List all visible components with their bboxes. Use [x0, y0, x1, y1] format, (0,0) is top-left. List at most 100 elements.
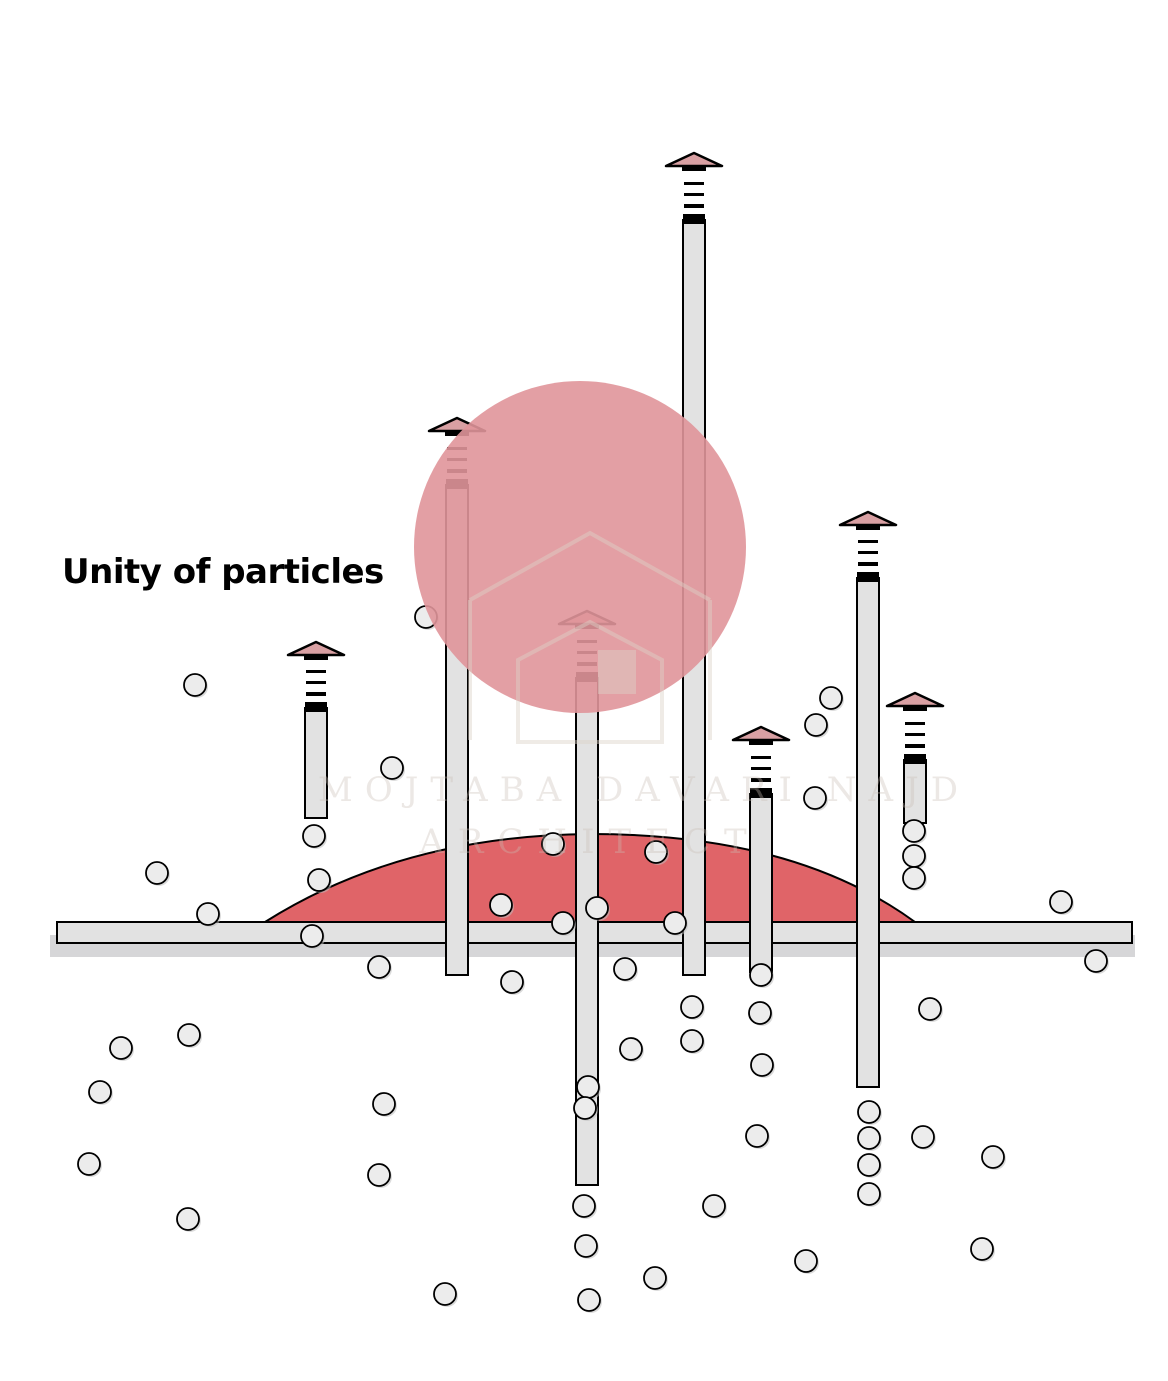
- particle: [981, 1145, 1005, 1169]
- particle: [748, 1001, 772, 1025]
- arrow-base: [749, 740, 773, 745]
- column-shaft: [856, 577, 880, 1088]
- particle: [1084, 949, 1108, 973]
- column-7: [885, 691, 945, 824]
- column-cap: [857, 572, 879, 582]
- column-dash: [306, 670, 326, 673]
- particle: [911, 1125, 935, 1149]
- column-dash: [751, 778, 771, 782]
- column-dash: [858, 562, 878, 566]
- particle: [619, 1037, 643, 1061]
- unity-circle: [414, 381, 746, 713]
- particle: [88, 1080, 112, 1104]
- particle: [367, 1163, 391, 1187]
- columns: [286, 151, 945, 1186]
- column-dash: [684, 193, 704, 196]
- particle: [803, 786, 827, 810]
- arrow-base: [903, 706, 927, 711]
- particle: [902, 819, 926, 843]
- particle: [902, 844, 926, 868]
- particle: [857, 1100, 881, 1124]
- particle: [572, 1194, 596, 1218]
- particle: [702, 1194, 726, 1218]
- particle: [380, 756, 404, 780]
- column-dash: [306, 692, 326, 696]
- particle: [372, 1092, 396, 1116]
- particle: [307, 868, 331, 892]
- particle: [680, 1029, 704, 1053]
- particle: [500, 970, 524, 994]
- particle: [749, 963, 773, 987]
- particle: [643, 1266, 667, 1290]
- column-cap: [904, 754, 926, 764]
- column-cap: [305, 702, 327, 712]
- up-arrow-icon: [731, 725, 791, 742]
- diagram-title: Unity of particles: [62, 552, 384, 592]
- watermark-subtitle: ARCHITECT: [419, 822, 761, 862]
- column-dash: [905, 733, 925, 736]
- up-arrow-icon: [664, 151, 724, 168]
- column-1: [286, 640, 346, 819]
- particle: [750, 1053, 774, 1077]
- particle: [663, 911, 687, 935]
- column-dash: [858, 540, 878, 543]
- arrow-base: [856, 525, 880, 530]
- particle: [300, 924, 324, 948]
- particle: [857, 1153, 881, 1177]
- particle: [745, 1124, 769, 1148]
- particle: [577, 1288, 601, 1312]
- particle: [109, 1036, 133, 1060]
- particle: [196, 902, 220, 926]
- column-dash: [751, 767, 771, 770]
- column-5: [731, 725, 791, 973]
- column-cap: [683, 214, 705, 224]
- particle: [541, 832, 565, 856]
- particle: [857, 1126, 881, 1150]
- particle: [489, 893, 513, 917]
- particle: [585, 896, 609, 920]
- column-dash: [858, 551, 878, 554]
- particle: [902, 866, 926, 890]
- column-dash: [684, 182, 704, 185]
- particle: [183, 673, 207, 697]
- particle: [576, 1075, 600, 1099]
- watermark-name: MOJTABA DAVARI NAJD: [318, 770, 970, 810]
- up-arrow-icon: [838, 510, 898, 527]
- particle: [176, 1207, 200, 1231]
- arrow-base: [304, 655, 328, 660]
- column-dash: [905, 722, 925, 725]
- column-6: [838, 510, 898, 1088]
- particle: [367, 955, 391, 979]
- column-dash: [306, 681, 326, 684]
- particle: [918, 997, 942, 1021]
- particle: [970, 1237, 994, 1261]
- particle: [177, 1023, 201, 1047]
- column-dash: [905, 744, 925, 748]
- particles: [77, 605, 1109, 1313]
- particle: [302, 824, 326, 848]
- particle: [857, 1182, 881, 1206]
- particle: [804, 713, 828, 737]
- particle: [77, 1152, 101, 1176]
- particle: [819, 686, 843, 710]
- watermark-logo: [468, 530, 712, 744]
- particle: [551, 911, 575, 935]
- up-arrow-icon: [286, 640, 346, 657]
- particle: [574, 1234, 598, 1258]
- particle: [794, 1249, 818, 1273]
- column-shaft: [749, 793, 773, 973]
- particle: [145, 861, 169, 885]
- up-arrow-icon: [885, 691, 945, 708]
- column-dash: [751, 756, 771, 759]
- particle: [433, 1282, 457, 1306]
- column-cap: [750, 788, 772, 798]
- arrow-base: [682, 166, 706, 171]
- particle: [613, 957, 637, 981]
- column-dash: [684, 204, 704, 208]
- particle: [1049, 890, 1073, 914]
- particle: [573, 1096, 597, 1120]
- particle: [680, 995, 704, 1019]
- particle: [644, 840, 668, 864]
